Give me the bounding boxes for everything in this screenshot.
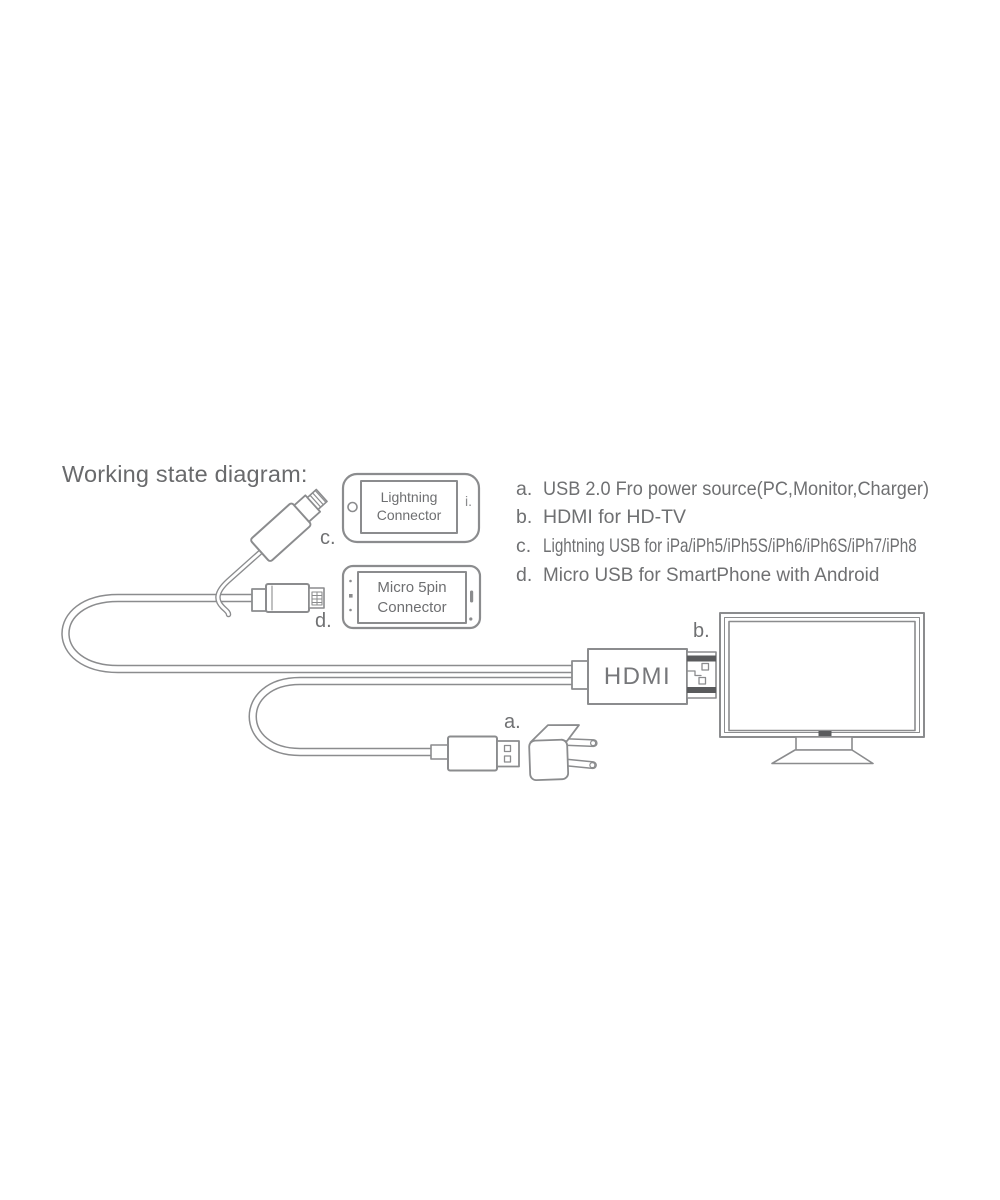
wall-charger [528,724,598,781]
legend-letter-d: d. [516,564,533,586]
iphone-side-marker: i. [465,493,472,509]
legend-letter-a: a. [516,478,533,500]
lightning-branch-cable [215,537,277,618]
power-usb-cable [248,676,583,757]
callout-a: a. [504,711,521,733]
micro-usb-connector [251,583,325,613]
iphone [341,472,481,544]
legend-letter-c: c. [516,535,532,557]
hdmi-adapter [571,648,688,705]
callout-c: c. [320,527,336,549]
hdmi-adapter-label: HDMI [603,662,672,690]
legend-row-b: b. HDMI for HD-TV [516,506,686,529]
tv-monitor [719,612,925,765]
page-title: Working state diagram: [62,461,308,487]
legend-row-a: a. USB 2.0 Fro power source(PC,Monitor,C… [516,478,958,501]
iphone-screen-label: Lightning Connector [376,489,442,523]
legend-text-d: Micro USB for SmartPhone with Android [543,564,880,586]
lightning-connector [250,488,328,562]
android-screen-label: Micro 5pin Connector [377,579,447,616]
hdmi-plug [686,651,717,699]
callout-d: d. [315,610,332,632]
callout-b: b. [693,620,710,642]
usb-a-connector [430,735,520,772]
legend-row-d: d. Micro USB for SmartPhone with Android [516,564,890,587]
main-hdmi-cable [61,593,583,674]
legend-text-a: USB 2.0 Fro power source(PC,Monitor,Char… [543,478,930,500]
android-phone [341,564,482,630]
legend-letter-b: b. [516,506,533,528]
legend-row-c: c. Lightning USB for iPa/iPh5/iPh5S/iPh6… [516,535,1000,558]
legend-text-b: HDMI for HD-TV [543,506,686,528]
legend-text-c: Lightning USB for iPa/iPh5/iPh5S/iPh6/iP… [543,535,917,557]
